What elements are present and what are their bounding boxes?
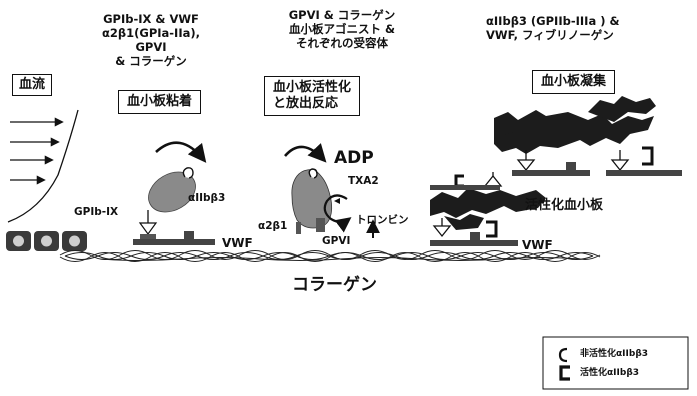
aggregation-box: 血小板凝集 bbox=[532, 70, 615, 94]
adhesion-box: 血小板粘着 bbox=[118, 90, 201, 114]
legend-inactive-label: 非活性化αIIbβ3 bbox=[580, 349, 648, 360]
collagen-label: コラーゲン bbox=[292, 275, 377, 296]
legend-active-label: 活性化αIIbβ3 bbox=[580, 368, 639, 379]
activation-box: 血小板活性化 と放出反応 bbox=[264, 76, 360, 116]
adhesion-curved-arrow bbox=[156, 143, 204, 160]
gpvi-label: GPVI bbox=[322, 235, 350, 248]
adp-label: ADP bbox=[334, 148, 374, 169]
adhesion-gpib-arrow bbox=[140, 210, 156, 239]
thrombin-label: トロンビン bbox=[356, 214, 409, 227]
activation-curved-arrow bbox=[285, 147, 324, 160]
gpib-ix-label: GPIb-IX bbox=[74, 206, 118, 219]
spread-platelet-icon bbox=[494, 96, 656, 154]
a2b1-label: α2β1 bbox=[258, 220, 287, 233]
vwf-label-right: VWF bbox=[522, 238, 553, 253]
aggregation-receptors-header: αIIbβ3 (GPIIb-IIIa ) & VWF, フィブリノーゲン bbox=[486, 14, 686, 42]
aiib-b3-label: αIIbβ3 bbox=[188, 192, 225, 205]
endothelial-cells-icon bbox=[6, 231, 87, 251]
activation-receptors-header: GPVI & コラーゲン 血小板アゴニスト & それぞれの受容体 bbox=[268, 8, 416, 50]
txa2-label: TXA2 bbox=[348, 175, 379, 188]
blood-flow-box: 血流 bbox=[12, 74, 52, 96]
vwf-strip-upper bbox=[430, 162, 682, 190]
activated-platelet-label: 活性化血小板 bbox=[525, 198, 603, 214]
collagen-fibers-icon bbox=[60, 251, 600, 262]
flow-arrows-icon bbox=[8, 110, 78, 222]
legend-box bbox=[543, 337, 688, 389]
vwf-label-left: VWF bbox=[222, 236, 253, 251]
adhesion-receptors-header: GPIb-IX & VWF α2β1(GPIa-IIa), GPVI & コラー… bbox=[88, 12, 214, 68]
